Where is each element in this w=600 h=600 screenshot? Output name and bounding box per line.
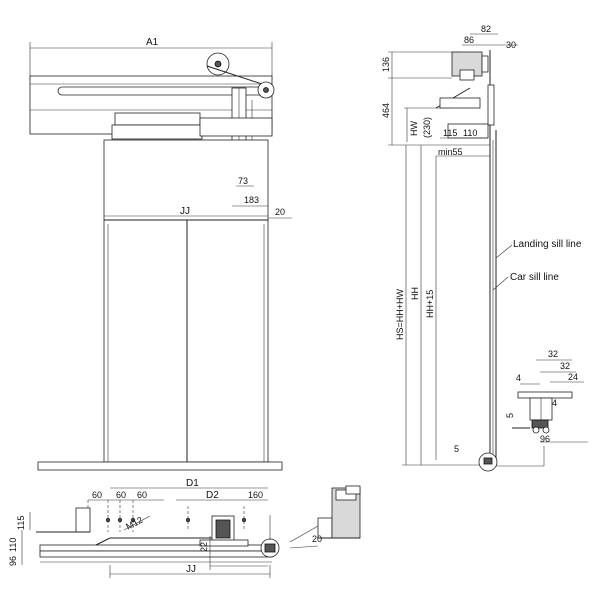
dim-hw: HW [409, 121, 419, 136]
dim-4a: 4 [516, 373, 521, 383]
dim-hh15: HH+15 [425, 290, 435, 318]
landing-sill-line-label: Landing sill line [513, 239, 582, 250]
sill-detail-view: 32 32 4 24 4 5 96 [496, 349, 588, 467]
dim-jj-plan: JJ [186, 564, 196, 575]
dim-464: 464 [381, 103, 391, 118]
dim-jj-front: JJ [180, 206, 190, 217]
dim-82: 82 [481, 24, 491, 34]
dim-110-plan: 110 [8, 538, 18, 552]
dim-32b: 32 [560, 361, 570, 371]
dim-20-plan: 20 [312, 534, 322, 544]
dim-22: 22 [199, 542, 209, 552]
dim-96-detail: 96 [540, 434, 550, 444]
dim-4b: 4 [552, 398, 557, 408]
dim-86: 86 [464, 35, 474, 45]
dim-hh: HH [410, 287, 420, 300]
dim-hs: HS=HH+HW [395, 288, 405, 340]
front-view: A1 90 B1 65 C1 [29, 37, 292, 471]
dim-m12: M12 [124, 515, 144, 532]
dim-a1: A1 [146, 37, 159, 48]
dim-136: 136 [381, 57, 391, 72]
dim-5-detail: 5 [505, 413, 515, 418]
side-view: 82 86 30 136 464 HW (230) 115 110 min55 [381, 24, 582, 472]
dim-60a: 60 [92, 490, 102, 500]
dim-115-side: 115 [443, 128, 457, 138]
dim-73: 73 [238, 176, 248, 186]
dim-60b: 60 [116, 490, 126, 500]
dim-d2: D2 [206, 490, 219, 501]
dim-24: 24 [568, 372, 578, 382]
dim-30: 30 [506, 40, 516, 50]
car-sill-line-label: Car sill line [510, 272, 559, 283]
dim-183: 183 [244, 195, 259, 205]
dim-115-plan: 115 [16, 516, 26, 530]
dim-32a: 32 [548, 349, 558, 359]
dim-96-plan: 96 [8, 556, 18, 566]
plan-view: D1 60 60 60 D2 160 M12 115 110 96 [8, 478, 361, 578]
dim-5-side: 5 [454, 444, 459, 454]
dim-110-side: 110 [463, 128, 477, 138]
dim-min55: min55 [438, 147, 463, 157]
dim-60c: 60 [137, 490, 147, 500]
dim-230: (230) [422, 117, 432, 138]
dim-d1: D1 [186, 478, 199, 489]
dim-160: 160 [248, 490, 263, 500]
dim-20-front: 20 [275, 207, 285, 217]
